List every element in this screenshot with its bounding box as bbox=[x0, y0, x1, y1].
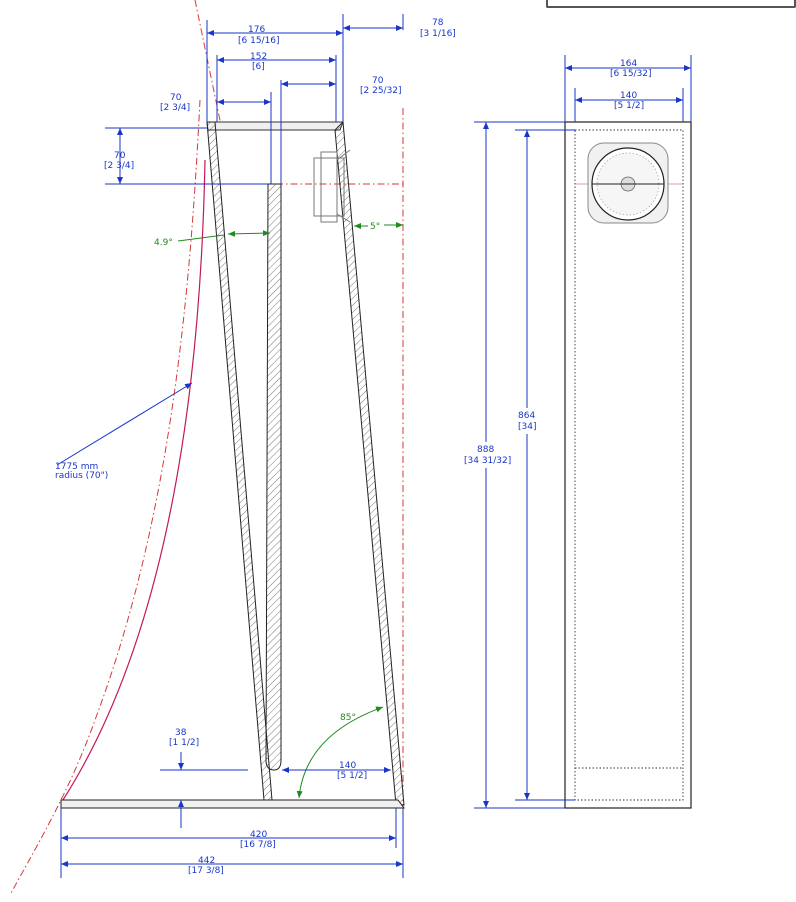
divider-panel bbox=[265, 183, 282, 771]
driver-profile bbox=[313, 149, 351, 223]
front-outer-box bbox=[564, 121, 692, 809]
dim-front-outer-width-inch: [6 15/32] bbox=[610, 69, 652, 79]
dim-inner-base-mm: 420 bbox=[250, 830, 267, 840]
radius-curve bbox=[60, 159, 206, 804]
dim-bottom-opening-inch: [5 1/2] bbox=[337, 771, 367, 781]
dim-front-offset-inch: [3 1/16] bbox=[420, 29, 456, 39]
radius-label-line2: radius (70") bbox=[55, 471, 108, 481]
dim-inner-base-inch: [16 7/8] bbox=[240, 840, 276, 850]
dim-inner-width-inch: [6] bbox=[252, 62, 265, 72]
front-view: 164 [6 15/32] 140 [5 1/2] 888 [34 31/32]… bbox=[462, 55, 692, 809]
front-inner-box bbox=[574, 129, 684, 801]
dim-front-outer-width-mm: 164 bbox=[620, 59, 637, 69]
dim-front-offset-mm: 78 bbox=[432, 18, 444, 28]
dim-front-inner-height-mm: 864 bbox=[518, 411, 535, 421]
back-wall bbox=[206, 121, 273, 801]
dim-divider-gap-inch: [1 1/2] bbox=[169, 738, 199, 748]
dim-driver-height-mm: 70 bbox=[114, 151, 126, 161]
radius-guide-arc bbox=[9, 99, 201, 896]
dim-front-inner-width-mm: 140 bbox=[620, 91, 637, 101]
dim-front-inner-width-inch: [5 1/2] bbox=[614, 101, 644, 111]
dim-inner-width-mm: 152 bbox=[250, 52, 267, 62]
dim-driver-offset-inch: [2 25/32] bbox=[360, 86, 402, 96]
dim-outer-base-mm: 442 bbox=[198, 856, 215, 866]
base-angle-label: 85° bbox=[340, 713, 356, 723]
dim-driver-height-inch: [2 3/4] bbox=[104, 161, 134, 171]
baffle-angle-label: 5° bbox=[370, 222, 380, 232]
dim-bottom-opening-mm: 140 bbox=[339, 761, 356, 771]
dim-top-width-inch: [6 15/16] bbox=[238, 36, 280, 46]
radius-label-line1: 1775 mm bbox=[55, 462, 98, 472]
side-view: 176 [6 15/16] 78 [3 1/16] 152 [6] 70 [2 … bbox=[9, 0, 456, 896]
dim-front-outer-height-inch: [34 31/32] bbox=[464, 456, 511, 466]
dim-front-outer-height-mm: 888 bbox=[477, 445, 494, 455]
dim-outer-base-inch: [17 3/8] bbox=[188, 866, 224, 876]
dim-driver-offset-mm: 70 bbox=[372, 76, 384, 86]
dim-top-width-mm: 176 bbox=[248, 25, 265, 35]
top-panel-frame bbox=[546, 0, 796, 8]
dim-divider-gap-mm: 38 bbox=[175, 728, 187, 738]
dim-top-left-offset-inch: [2 3/4] bbox=[160, 103, 190, 113]
back-angle-label: 4.9° bbox=[154, 238, 173, 248]
dim-top-left-offset-mm: 70 bbox=[170, 93, 182, 103]
driver-front-icon bbox=[587, 142, 669, 224]
base-panel bbox=[60, 799, 405, 809]
front-baffle bbox=[334, 120, 405, 806]
top-panel bbox=[206, 121, 344, 131]
dim-front-inner-height-inch: [34] bbox=[518, 422, 536, 432]
